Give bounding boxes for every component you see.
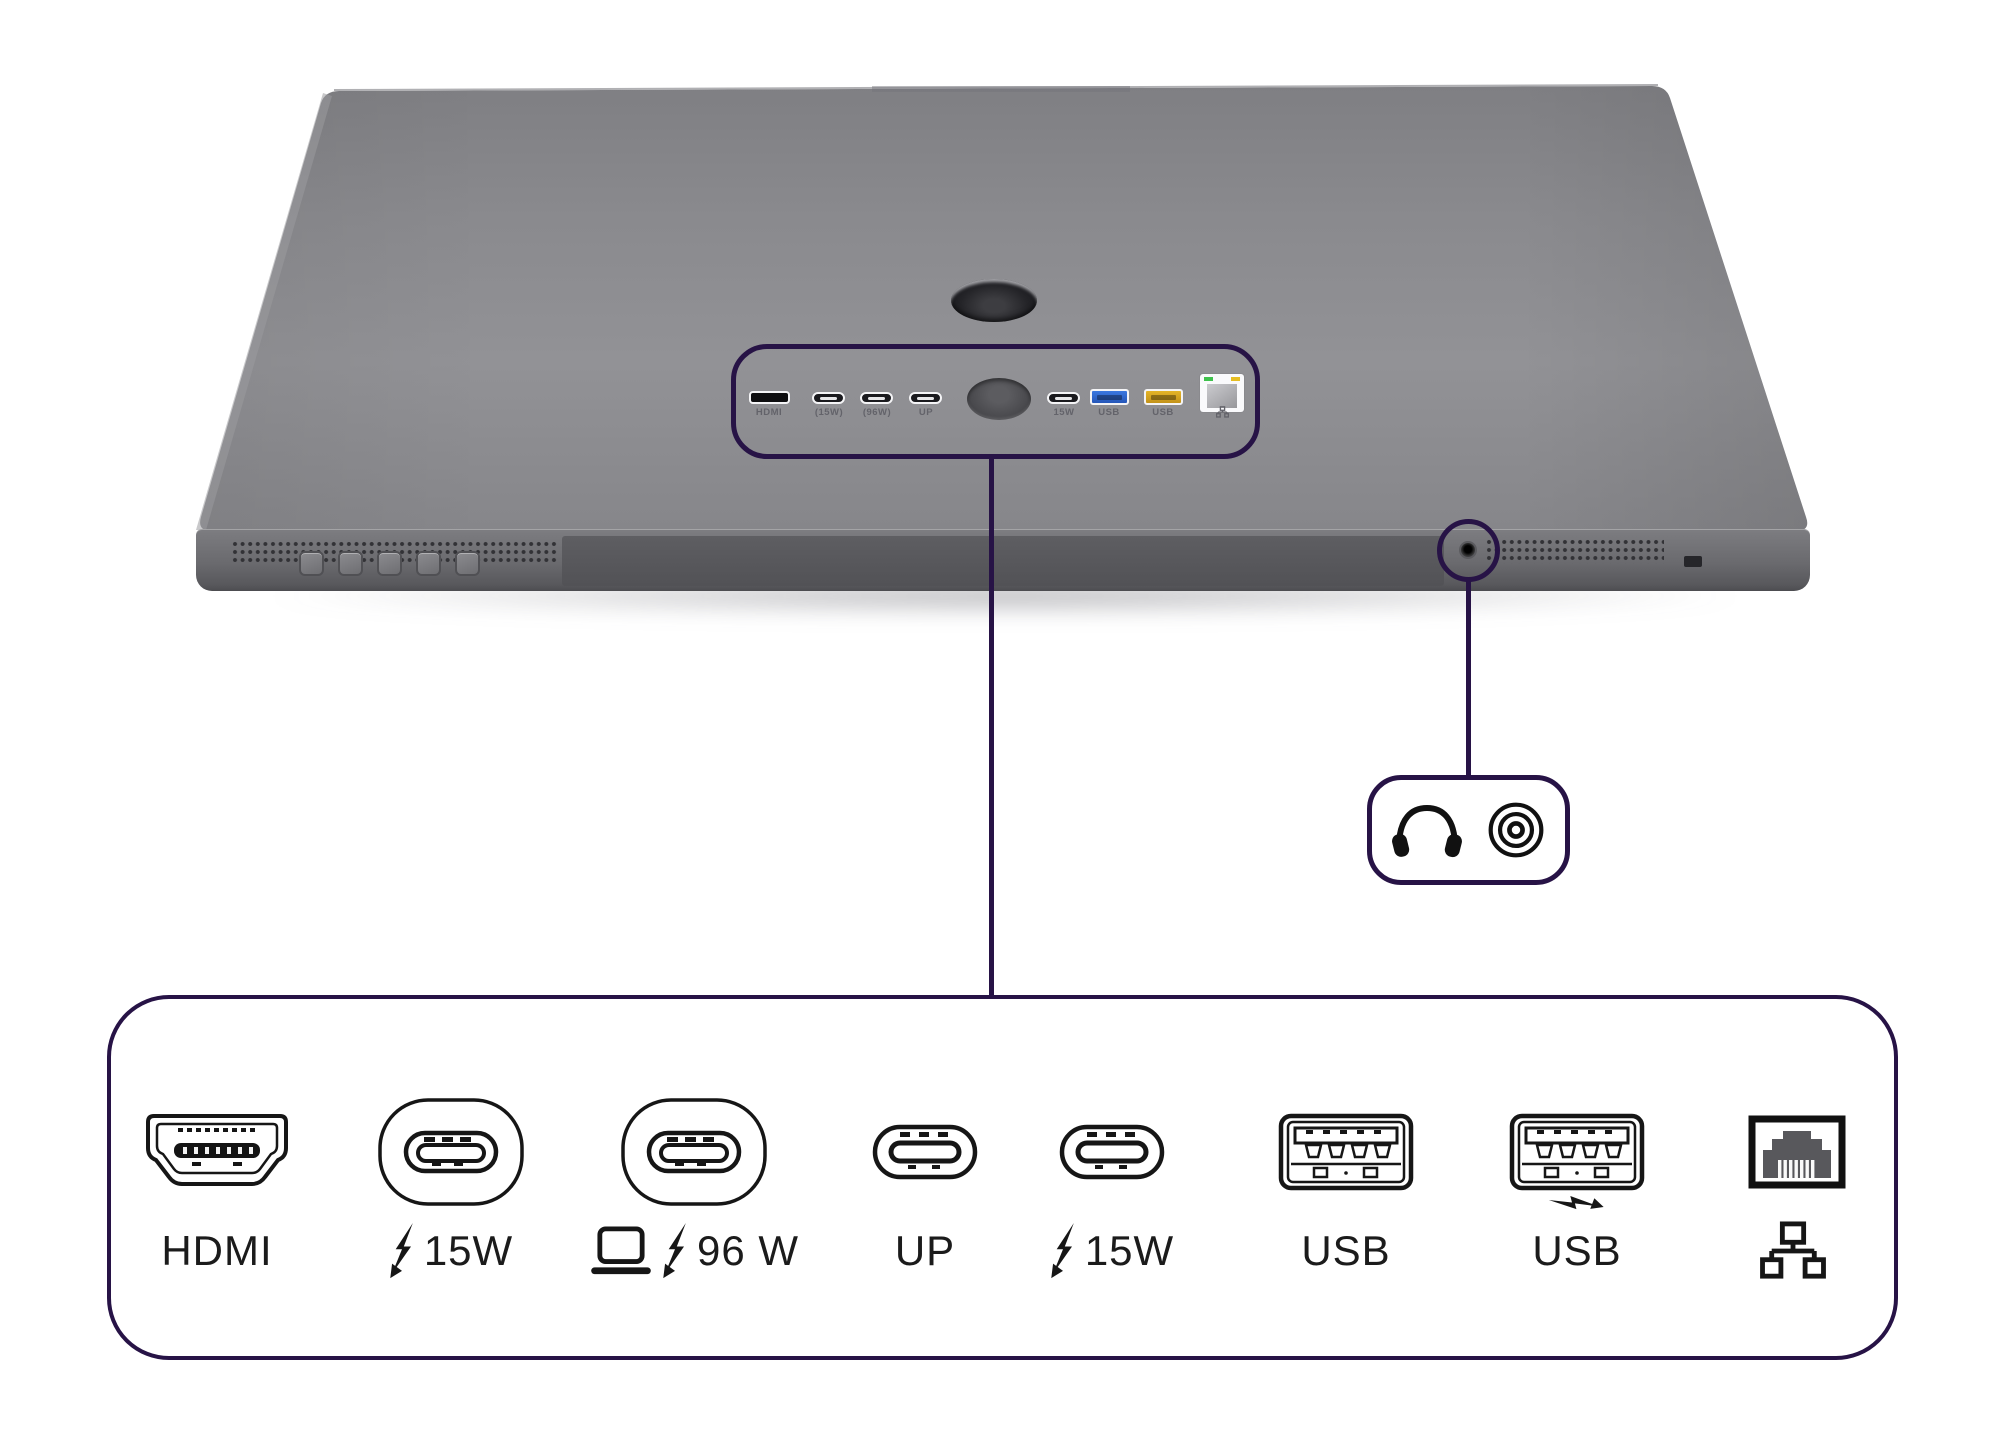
kensington-lock-slot xyxy=(1684,556,1702,567)
bottom-edge-inset-panel xyxy=(562,536,1444,586)
mini-port-label: (15W) xyxy=(814,407,844,418)
port-item-ethernet xyxy=(1682,1087,1912,1281)
mini-port-label: UP xyxy=(918,407,934,418)
ethernet-connector-icon xyxy=(1747,1087,1847,1217)
osd-button xyxy=(377,551,402,576)
port-label-text: USB xyxy=(1532,1227,1622,1274)
port-item-usb-c-15w: 15W xyxy=(336,1087,566,1281)
port-item-usb-c-15w-2: 15W xyxy=(997,1087,1227,1281)
usb-c-port-icon xyxy=(812,392,845,404)
port-recess-outline xyxy=(731,344,1260,459)
port-label: USB xyxy=(1532,1195,1622,1281)
mini-port-label: (96W) xyxy=(862,407,892,418)
usb-a-port-yellow-icon xyxy=(1144,389,1183,405)
port-label: 96 W xyxy=(589,1221,799,1281)
hdmi-connector-icon xyxy=(142,1087,292,1217)
port-label: UP xyxy=(895,1221,955,1281)
stand-cover-seam xyxy=(872,86,1130,92)
callout-line-ports xyxy=(989,457,994,997)
port-item-hdmi: HDMI xyxy=(102,1087,332,1281)
port-label: USB xyxy=(1301,1221,1390,1281)
mini-port-label: HDMI xyxy=(755,407,783,418)
usb-a-connector-icon xyxy=(1278,1087,1414,1217)
osd-button xyxy=(338,551,363,576)
audio-callout-box xyxy=(1367,775,1570,885)
ports-legend-panel: HDMI 15W xyxy=(107,995,1898,1360)
lightning-bolt-icon xyxy=(1051,1223,1074,1279)
lightning-bolt-icon xyxy=(663,1223,686,1279)
port-label: 15W xyxy=(1050,1221,1174,1281)
headphone-jack-highlight-circle xyxy=(1437,519,1500,582)
usb-c-ringed-connector-icon xyxy=(376,1087,526,1217)
lightning-bolt-icon xyxy=(390,1223,413,1279)
usb-c-connector-icon xyxy=(1059,1087,1165,1217)
port-item-usb-c-upstream: UP xyxy=(810,1087,1040,1281)
usb-c-port-icon xyxy=(860,392,893,404)
stand-mount-hole-upper xyxy=(951,279,1037,322)
speaker-grille-right xyxy=(1486,539,1664,564)
osd-button xyxy=(299,551,324,576)
port-item-usb-c-96w: 96 W xyxy=(579,1087,809,1281)
monitor-top-edge-highlight xyxy=(333,84,1659,91)
mini-port-label: USB xyxy=(1152,407,1174,418)
network-nodes-icon xyxy=(1759,1221,1826,1279)
usb-a-connector-icon xyxy=(1509,1087,1645,1217)
audio-jack-icon xyxy=(1488,802,1543,858)
port-label-text: 15W xyxy=(1084,1227,1175,1274)
ethernet-led-yellow xyxy=(1231,377,1240,381)
port-label-text: USB xyxy=(1301,1227,1391,1274)
ethernet-jack-body xyxy=(1207,384,1237,408)
mini-network-icon xyxy=(1216,406,1229,418)
headphones-icon xyxy=(1391,804,1462,858)
ethernet-led-green xyxy=(1204,377,1213,381)
callout-line-audio xyxy=(1466,580,1471,777)
hdmi-port-icon xyxy=(749,391,790,404)
usb-c-port-icon xyxy=(1047,392,1080,404)
port-label-text: UP xyxy=(894,1227,956,1274)
mini-port-label: USB xyxy=(1098,407,1120,418)
port-label: HDMI xyxy=(161,1221,272,1281)
osd-button xyxy=(416,551,441,576)
osd-button xyxy=(455,551,480,576)
port-label-text: HDMI xyxy=(161,1227,273,1274)
port-label xyxy=(1759,1221,1835,1281)
port-label: 15W xyxy=(389,1221,513,1281)
ethernet-port-icon xyxy=(1200,374,1244,412)
usb-a-port-blue-icon xyxy=(1090,389,1129,405)
monitor-left-edge-face xyxy=(196,93,332,530)
usb-c-port-icon xyxy=(909,392,942,404)
port-item-usb-a: USB xyxy=(1231,1087,1461,1281)
port-label-text: 96 W xyxy=(696,1227,800,1274)
usb-c-ringed-connector-icon xyxy=(619,1087,769,1217)
usb-c-connector-icon xyxy=(872,1087,978,1217)
stand-mount-hole-lower xyxy=(967,378,1031,420)
lightning-bolt-diagonal-icon xyxy=(1548,1195,1604,1210)
port-item-usb-a-charging: USB xyxy=(1462,1087,1692,1281)
laptop-icon xyxy=(591,1226,651,1275)
mini-port-label: 15W xyxy=(1053,407,1075,418)
port-label-text: 15W xyxy=(423,1227,514,1274)
